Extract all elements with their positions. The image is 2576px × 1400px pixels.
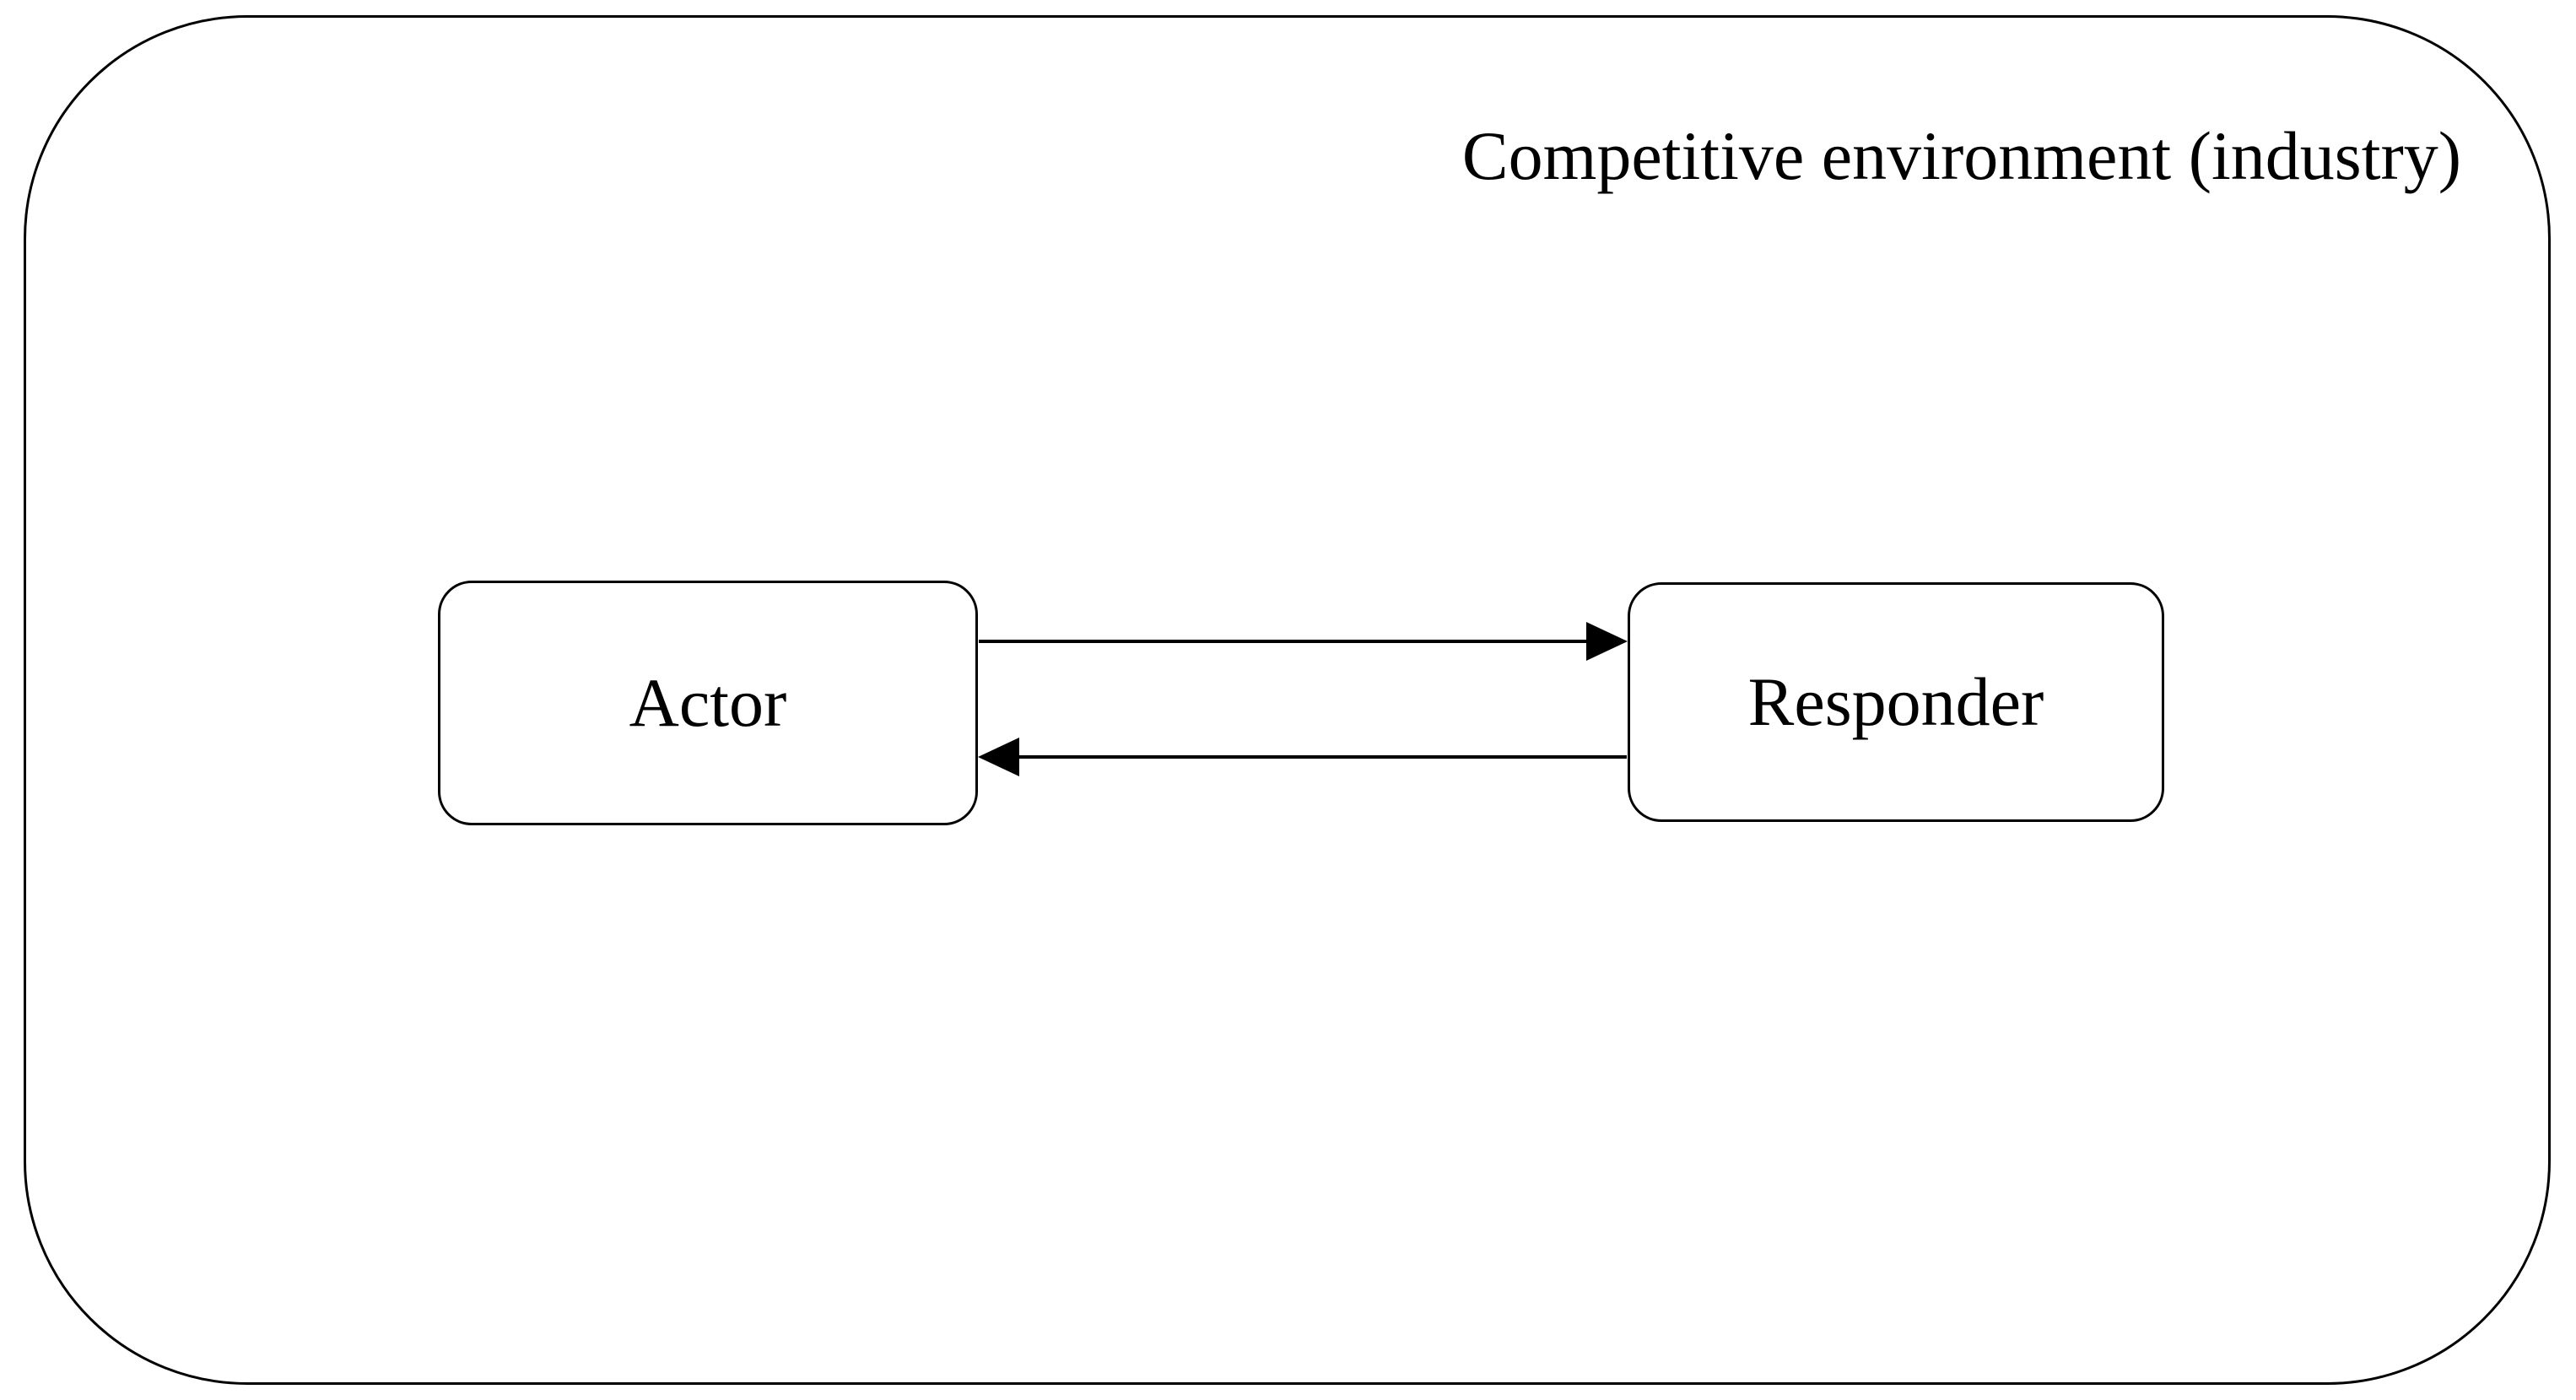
actor-label: Actor bbox=[629, 664, 787, 741]
responder-node: Responder bbox=[1628, 582, 2164, 822]
actor-node: Actor bbox=[438, 581, 978, 825]
competitive-environment-frame bbox=[24, 15, 2551, 1385]
responder-label: Responder bbox=[1747, 663, 2044, 740]
diagram-title: Competitive environment (industry) bbox=[1461, 117, 2462, 194]
